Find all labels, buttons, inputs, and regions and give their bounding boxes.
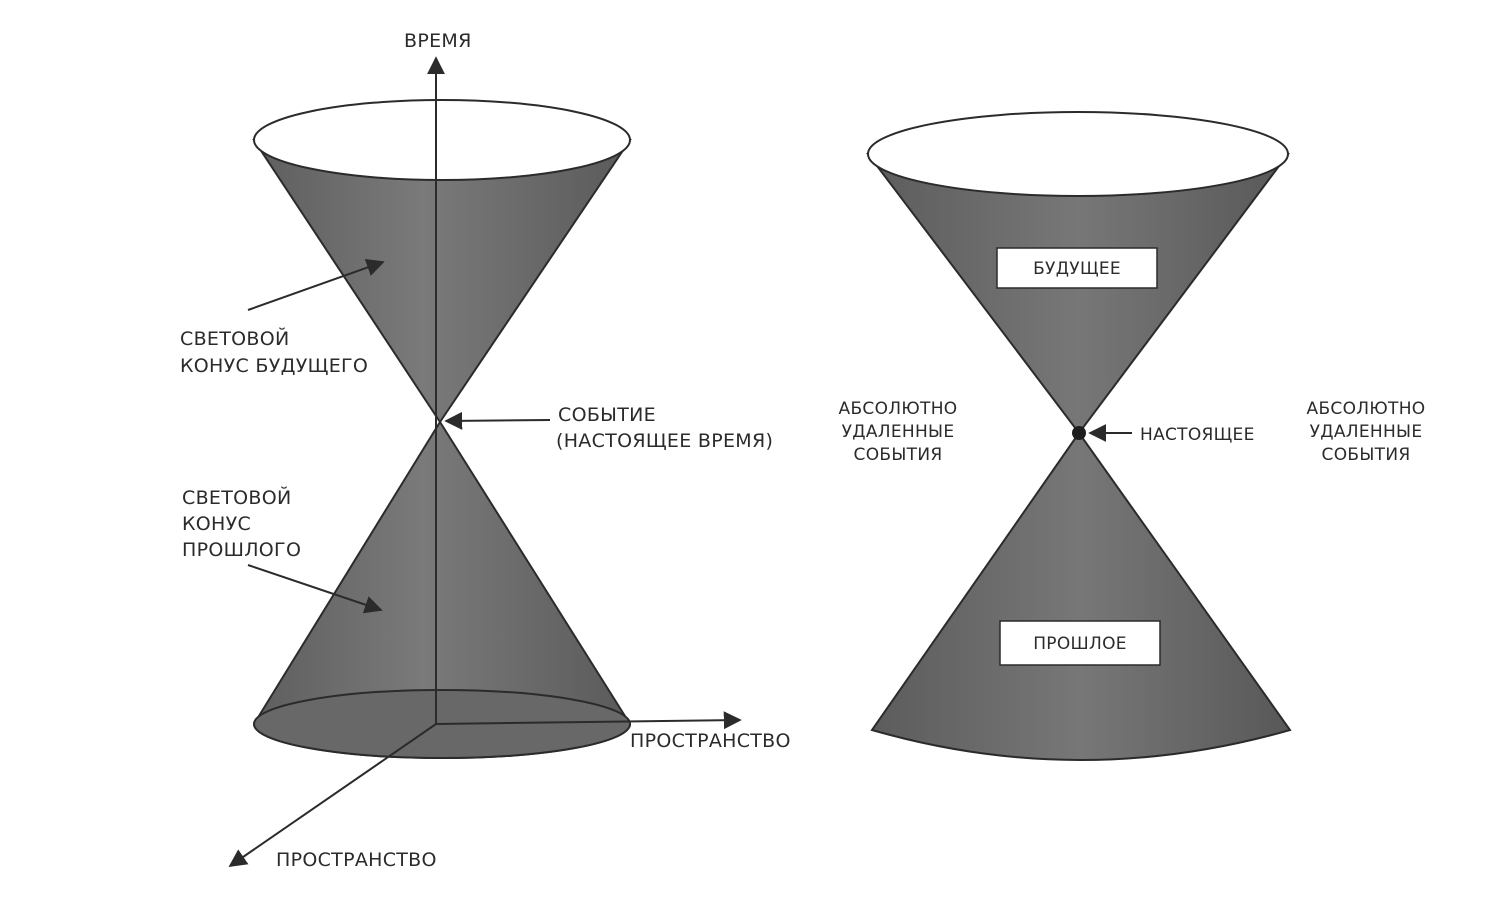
event-pointer <box>444 411 551 430</box>
past-cone-label-line3: ПРОШЛОГО <box>182 539 301 561</box>
time-axis-label: ВРЕМЯ <box>404 30 472 52</box>
future-cone-opening-left <box>253 99 631 181</box>
abs-left-line3: СОБЫТИЯ <box>854 445 943 465</box>
past-box <box>999 620 1161 666</box>
space-axis-right <box>435 711 742 730</box>
abs-right-line2: УДАЛЕННЫЕ <box>1310 422 1423 442</box>
abs-left-line1: АБСОЛЮТНО <box>839 399 958 419</box>
space-axis-diagonal <box>228 723 437 868</box>
future-cone-label-line2: КОНУС БУДУЩЕГО <box>180 355 368 377</box>
past-cone-label-line1: СВЕТОВОЙ <box>182 486 291 509</box>
right-light-cone: БУДУЩЕЕ ПРОШЛОЕ НАСТОЯЩЕЕ АБСОЛЮТНО УДАЛ… <box>839 111 1426 761</box>
past-box-label: ПРОШЛОЕ <box>1033 634 1127 654</box>
space-axis-right-label: ПРОСТРАНСТВО <box>630 730 791 752</box>
past-cone-pointer <box>247 564 383 614</box>
abs-right-line3: СОБЫТИЯ <box>1322 445 1411 465</box>
past-cone-label-line2: КОНУС <box>182 513 251 535</box>
future-cone-pointer <box>247 258 385 311</box>
present-label: НАСТОЯЩЕЕ <box>1140 425 1255 445</box>
space-axis-diagonal-label: ПРОСТРАНСТВО <box>276 849 437 871</box>
abs-right-line1: АБСОЛЮТНО <box>1307 399 1426 419</box>
event-label-line1: СОБЫТИЕ <box>558 404 656 426</box>
future-cone-opening-right <box>867 111 1289 197</box>
abs-left-line2: УДАЛЕННЫЕ <box>842 422 955 442</box>
future-cone-left <box>252 139 632 424</box>
past-cone-right <box>870 431 1292 761</box>
future-cone-label-line1: СВЕТОВОЙ <box>180 327 289 350</box>
present-point <box>1072 426 1086 440</box>
event-label-line2: (НАСТОЯЩЕЕ ВРЕМЯ) <box>556 430 773 452</box>
left-light-cone: ВРЕМЯ СВЕТОВОЙ КОНУС БУДУЩЕГО СОБЫТИЕ (Н… <box>180 30 791 871</box>
future-box-label: БУДУЩЕЕ <box>1033 259 1121 279</box>
future-box <box>996 247 1158 289</box>
